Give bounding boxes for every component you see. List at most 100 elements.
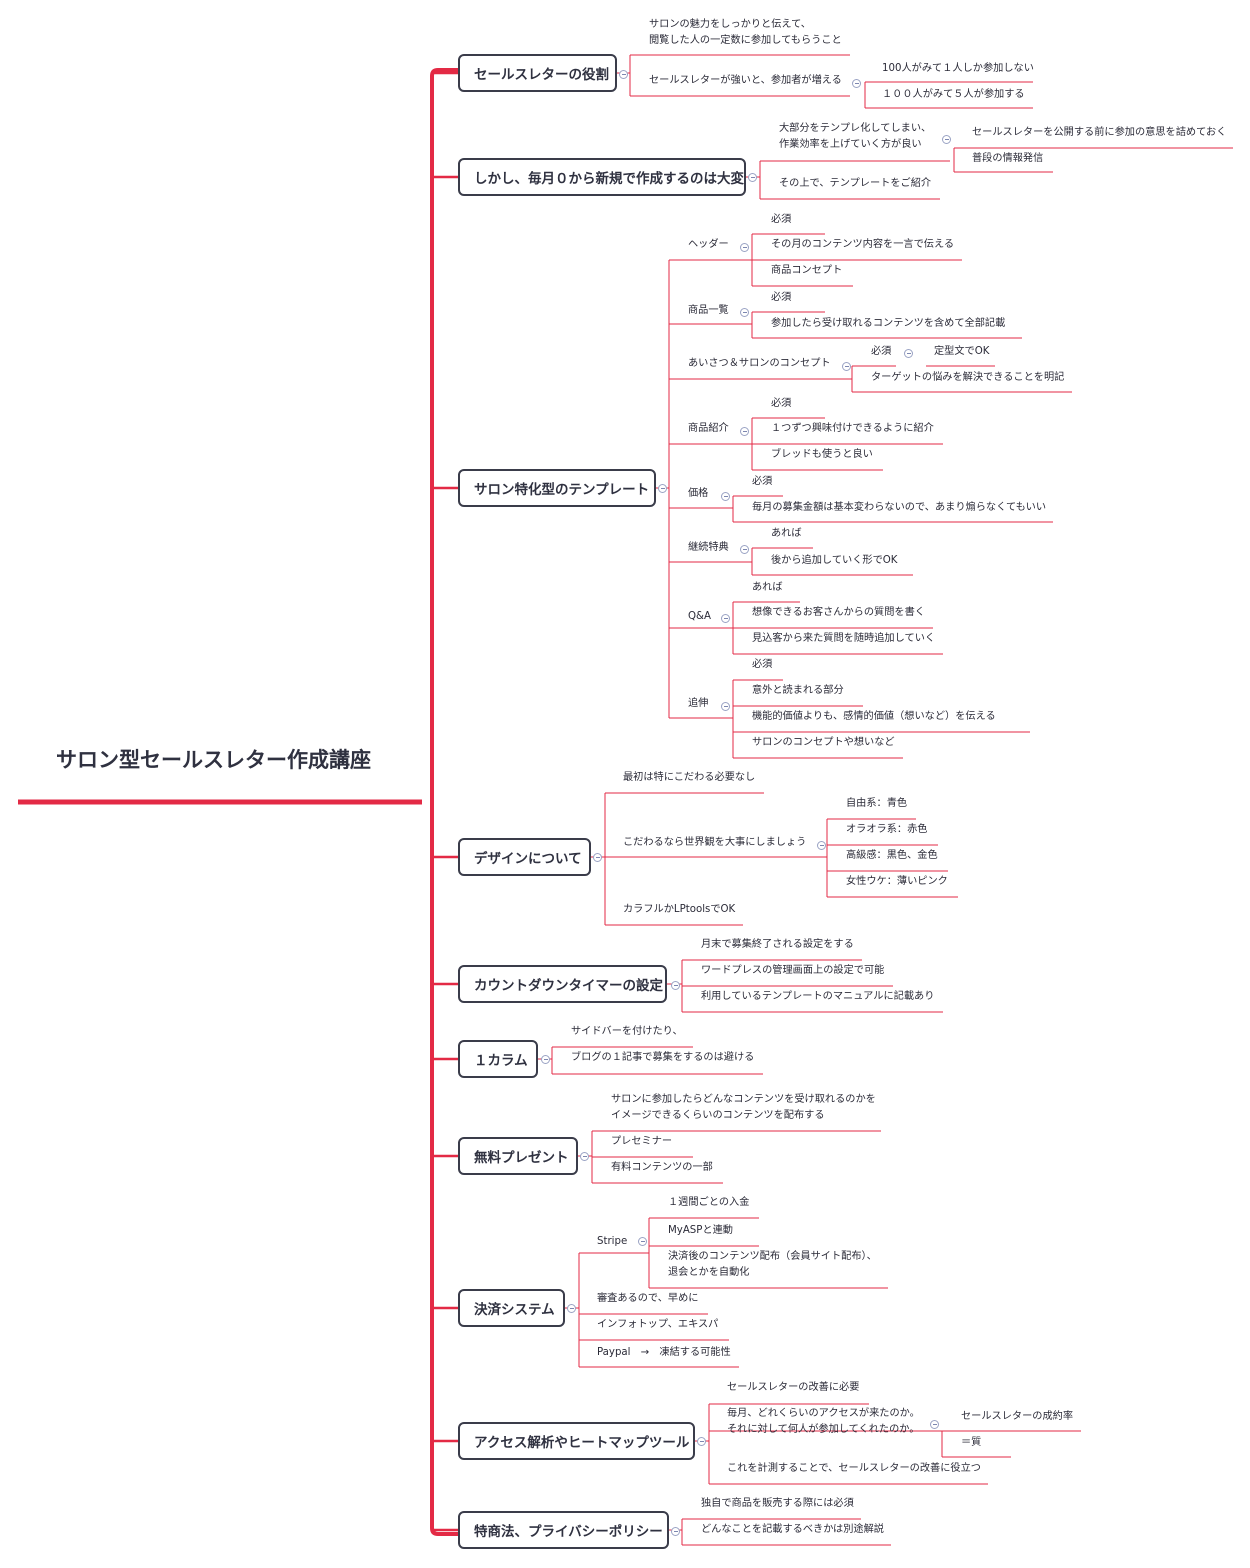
subtopic-label[interactable]: 想像できるお客さんからの質問を書く xyxy=(752,607,925,618)
subtopic-label[interactable]: セールスレターの改善に必要 xyxy=(727,1382,860,1393)
subtopic-label[interactable]: サロンの魅力をしっかりと伝えて、 閲覧した人の一定数に参加してもらうこと xyxy=(649,19,842,46)
subtopic-label[interactable]: 価格 xyxy=(688,488,709,499)
subtopic-label[interactable]: ブレッドも使うと良い xyxy=(771,449,873,460)
subtopic-label[interactable]: 高級感：黒色、金色 xyxy=(846,850,938,861)
topic-t9[interactable]: アクセス解析やヒートマップツール xyxy=(458,1422,695,1460)
subtopic-label[interactable]: Stripe xyxy=(597,1236,628,1247)
subtopic-label[interactable]: サイドバーを付けたり、 xyxy=(571,1026,683,1037)
subtopic-label[interactable]: ＝質 xyxy=(961,1437,982,1448)
subtopic-label[interactable]: 自由系：青色 xyxy=(846,798,908,809)
subtopic-label[interactable]: セールスレターが強いと、参加者が増える xyxy=(649,75,842,86)
subtopic-label[interactable]: Paypal → 凍結する可能性 xyxy=(597,1347,731,1358)
subtopic-label[interactable]: 意外と読まれる部分 xyxy=(752,685,844,696)
subtopic-label[interactable]: １つずつ興味付けできるように紹介 xyxy=(771,423,934,434)
subtopic-label[interactable]: その上で、テンプレートをご紹介 xyxy=(779,178,932,189)
subtopic-label[interactable]: 必須 xyxy=(752,476,773,487)
minus-circle-icon[interactable] xyxy=(740,545,749,554)
topic-t5[interactable]: カウントダウンタイマーの設定 xyxy=(458,965,667,1003)
minus-circle-icon[interactable] xyxy=(904,349,913,358)
subtopic-label[interactable]: カラフルかLPtoolsでOK xyxy=(623,904,736,915)
subtopic-label[interactable]: 決済後のコンテンツ配布（会員サイト配布）、 退会とかを自動化 xyxy=(668,1251,877,1278)
subtopic-label[interactable]: インフォトップ、エキスパ xyxy=(597,1319,719,1330)
subtopic-label[interactable]: 機能的価値よりも、感情的価値（想いなど）を伝える xyxy=(752,711,996,722)
subtopic-label[interactable]: 参加したら受け取れるコンテンツを含めて全部記載 xyxy=(771,318,1006,329)
subtopic-label[interactable]: プレセミナー xyxy=(611,1136,673,1147)
subtopic-label[interactable]: 100人がみて１人しか参加しない xyxy=(882,63,1034,74)
subtopic-label[interactable]: 定型文でOK xyxy=(934,346,990,357)
minus-circle-icon[interactable] xyxy=(740,243,749,252)
subtopic-label[interactable]: 継続特典 xyxy=(688,542,729,553)
subtopic-label[interactable]: その月のコンテンツ内容を一言で伝える xyxy=(771,239,955,250)
subtopic-label[interactable]: 利用しているテンプレートのマニュアルに記載あり xyxy=(701,991,935,1002)
subtopic-label[interactable]: 商品コンセプト xyxy=(771,265,843,276)
subtopic-label[interactable]: 必須 xyxy=(771,214,792,225)
minus-circle-icon[interactable] xyxy=(740,308,749,317)
subtopic-label[interactable]: 審査あるので、早めに xyxy=(597,1293,699,1304)
root-topic[interactable]: サロン型セールスレター作成講座 xyxy=(56,748,371,772)
subtopic-label[interactable]: Q&A xyxy=(688,611,711,622)
subtopic-label[interactable]: 毎月、どれくらいのアクセスが来たのか。 それに対して何人が参加してくれたのか。 xyxy=(727,1408,920,1435)
subtopic-label[interactable]: 追伸 xyxy=(688,698,709,709)
minus-circle-icon[interactable] xyxy=(852,79,861,88)
subtopic-label[interactable]: あいさつ＆サロンのコンセプト xyxy=(688,358,831,369)
minus-circle-icon[interactable] xyxy=(567,1304,576,1313)
subtopic-label[interactable]: セールスレターを公開する前に参加の意思を詰めておく xyxy=(972,127,1227,138)
subtopic-label[interactable]: 必須 xyxy=(752,659,773,670)
subtopic-label[interactable]: サロンに参加したらどんなコンテンツを受け取れるのかを イメージできるくらいのコン… xyxy=(611,1094,876,1121)
subtopic-label[interactable]: 女性ウケ：薄いピンク xyxy=(846,876,948,887)
topic-t7[interactable]: 無料プレゼント xyxy=(458,1137,578,1175)
subtopic-label[interactable]: 後から追加していく形でOK xyxy=(771,555,898,566)
subtopic-label[interactable]: あれば xyxy=(752,582,783,593)
subtopic-label[interactable]: サロンのコンセプトや想いなど xyxy=(752,737,895,748)
subtopic-label[interactable]: １００人がみて５人が参加する xyxy=(882,89,1025,100)
minus-circle-icon[interactable] xyxy=(930,1420,939,1429)
subtopic-label[interactable]: MyASPと連動 xyxy=(668,1225,733,1236)
minus-circle-icon[interactable] xyxy=(817,841,826,850)
subtopic-label[interactable]: どんなことを記載するべきかは別途解説 xyxy=(701,1524,884,1535)
subtopic-label[interactable]: セールスレターの成約率 xyxy=(961,1411,1074,1422)
minus-circle-icon[interactable] xyxy=(541,1055,550,1064)
minus-circle-icon[interactable] xyxy=(721,492,730,501)
minus-circle-icon[interactable] xyxy=(638,1237,647,1246)
subtopic-label[interactable]: こだわるなら世界観を大事にしましょう xyxy=(623,837,807,848)
minus-circle-icon[interactable] xyxy=(593,853,602,862)
subtopic-label[interactable]: 商品紹介 xyxy=(688,423,729,434)
subtopic-label[interactable]: 必須 xyxy=(871,346,892,357)
minus-circle-icon[interactable] xyxy=(697,1437,706,1446)
minus-circle-icon[interactable] xyxy=(580,1152,589,1161)
subtopic-label[interactable]: 有料コンテンツの一部 xyxy=(611,1162,713,1173)
subtopic-label[interactable]: ワードプレスの管理画面上の設定で可能 xyxy=(701,965,885,976)
topic-t6[interactable]: １カラム xyxy=(458,1040,538,1078)
minus-circle-icon[interactable] xyxy=(658,484,667,493)
subtopic-label[interactable]: １週間ごとの入金 xyxy=(668,1197,750,1208)
topic-t3[interactable]: サロン特化型のテンプレート xyxy=(458,469,656,507)
subtopic-label[interactable]: 必須 xyxy=(771,292,792,303)
subtopic-label[interactable]: ターゲットの悩みを解決できることを明記 xyxy=(871,372,1065,383)
subtopic-label[interactable]: 見込客から来た質問を随時追加していく xyxy=(752,633,936,644)
minus-circle-icon[interactable] xyxy=(721,614,730,623)
subtopic-label[interactable]: 商品一覧 xyxy=(688,305,729,316)
minus-circle-icon[interactable] xyxy=(671,981,680,990)
topic-t4[interactable]: デザインについて xyxy=(458,838,591,876)
topic-t2[interactable]: しかし、毎月０から新規で作成するのは大変 xyxy=(458,158,746,196)
subtopic-label[interactable]: 最初は特にこだわる必要なし xyxy=(623,772,756,783)
minus-circle-icon[interactable] xyxy=(619,70,628,79)
subtopic-label[interactable]: あれば xyxy=(771,528,802,539)
minus-circle-icon[interactable] xyxy=(740,427,749,436)
minus-circle-icon[interactable] xyxy=(721,702,730,711)
subtopic-label[interactable]: 毎月の募集金額は基本変わらないので、あまり煽らなくてもいい xyxy=(752,502,1047,513)
minus-circle-icon[interactable] xyxy=(842,362,851,371)
minus-circle-icon[interactable] xyxy=(942,135,951,144)
topic-t10[interactable]: 特商法、プライバシーポリシー xyxy=(458,1511,669,1549)
subtopic-label[interactable]: 必須 xyxy=(771,398,792,409)
subtopic-label[interactable]: 普段の情報発信 xyxy=(972,153,1044,164)
minus-circle-icon[interactable] xyxy=(671,1527,680,1536)
subtopic-label[interactable]: 大部分をテンプレ化してしまい、 作業効率を上げていく方が良い xyxy=(779,123,932,150)
subtopic-label[interactable]: 月末で募集終了される設定をする xyxy=(701,939,854,950)
subtopic-label[interactable]: ヘッダー xyxy=(688,239,729,250)
subtopic-label[interactable]: 独自で商品を販売する際には必須 xyxy=(701,1498,854,1509)
subtopic-label[interactable]: これを計測することで、セールスレターの改善に役立つ xyxy=(727,1463,981,1474)
subtopic-label[interactable]: ブログの１記事で募集をするのは避ける xyxy=(571,1052,755,1063)
minus-circle-icon[interactable] xyxy=(748,173,757,182)
topic-t1[interactable]: セールスレターの役割 xyxy=(458,54,617,92)
